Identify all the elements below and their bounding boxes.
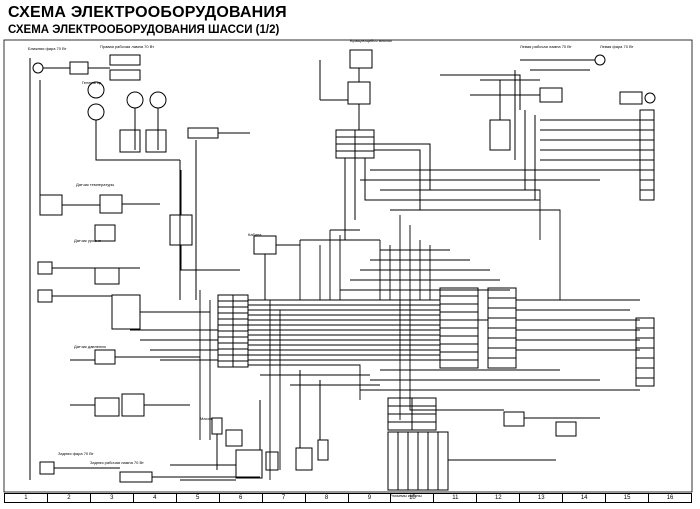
cab-sensor bbox=[253, 235, 300, 300]
ruler-cell: 11 bbox=[434, 494, 478, 502]
ruler-cell: 5 bbox=[177, 494, 220, 502]
ruler-cell: 15 bbox=[606, 494, 650, 502]
label-sensor-3: Датчик давления bbox=[74, 344, 106, 349]
label-lamp-bottom: Задняя фара 70 Вт bbox=[58, 451, 94, 456]
main-harness-bundle bbox=[130, 230, 440, 480]
left-sensor-column bbox=[37, 194, 260, 483]
ruler-cell: 3 bbox=[91, 494, 134, 502]
central-connector-stack bbox=[217, 294, 249, 368]
label-top-right-lamp: Левая рабочая лампа 70 Вт bbox=[520, 44, 572, 49]
label-bottom-table: Разъемы кабины bbox=[390, 493, 422, 498]
label-sensor-2: Датчик уровня bbox=[74, 238, 101, 243]
central-wiring-web bbox=[248, 189, 640, 420]
ruler-cell: 4 bbox=[134, 494, 177, 502]
ruler-cell: 1 bbox=[5, 494, 48, 502]
ruler-cell: 12 bbox=[477, 494, 521, 502]
ruler-cell: 6 bbox=[220, 494, 263, 502]
label-top-connector: Вращающийся маячок bbox=[350, 38, 392, 43]
ruler-cell: 10 bbox=[391, 494, 435, 502]
label-work-lamp-bottom: Задняя рабочая лампа 70 Вт bbox=[90, 460, 144, 465]
label-sensor-1: Датчик температуры bbox=[76, 182, 114, 187]
ruler-cell: 2 bbox=[48, 494, 91, 502]
top-left-lamp-group bbox=[29, 54, 180, 480]
label-cab: Кабина bbox=[248, 232, 262, 237]
right-connector-block bbox=[439, 287, 640, 369]
ruler-cell: 8 bbox=[306, 494, 349, 502]
generator-block bbox=[169, 127, 250, 300]
label-work-lamp: Правая рабочая лампа 70 Вт bbox=[100, 44, 154, 49]
right-combination-connector bbox=[540, 109, 655, 387]
diagram-title: СХЕМА ЭЛЕКТРООБОРУДОВАНИЯ bbox=[8, 4, 287, 21]
ruler-cell: 9 bbox=[349, 494, 392, 502]
cab-connector-tables bbox=[387, 397, 600, 491]
top-right-lamp-group bbox=[440, 54, 656, 200]
label-right-lamp: Левая фара 70 Вт bbox=[600, 44, 634, 49]
diagram-subtitle: СХЕМА ЭЛЕКТРООБОРУДОВАНИЯ ШАССИ (1/2) bbox=[8, 24, 280, 36]
ruler-cell: 7 bbox=[263, 494, 306, 502]
label-mass: Масса bbox=[200, 416, 213, 421]
label-lamp-left: Ближняя фара 70 Вт bbox=[28, 46, 67, 51]
label-generator: Генератор bbox=[82, 80, 102, 85]
top-center-connector bbox=[319, 49, 640, 240]
ruler-cell: 13 bbox=[520, 494, 564, 502]
bottom-devices bbox=[170, 370, 329, 481]
grid-ruler: 1 2 3 4 5 6 7 8 9 10 11 12 13 14 15 16 bbox=[4, 493, 692, 503]
ruler-cell: 16 bbox=[666, 495, 674, 501]
ruler-cell: 14 bbox=[563, 494, 607, 502]
